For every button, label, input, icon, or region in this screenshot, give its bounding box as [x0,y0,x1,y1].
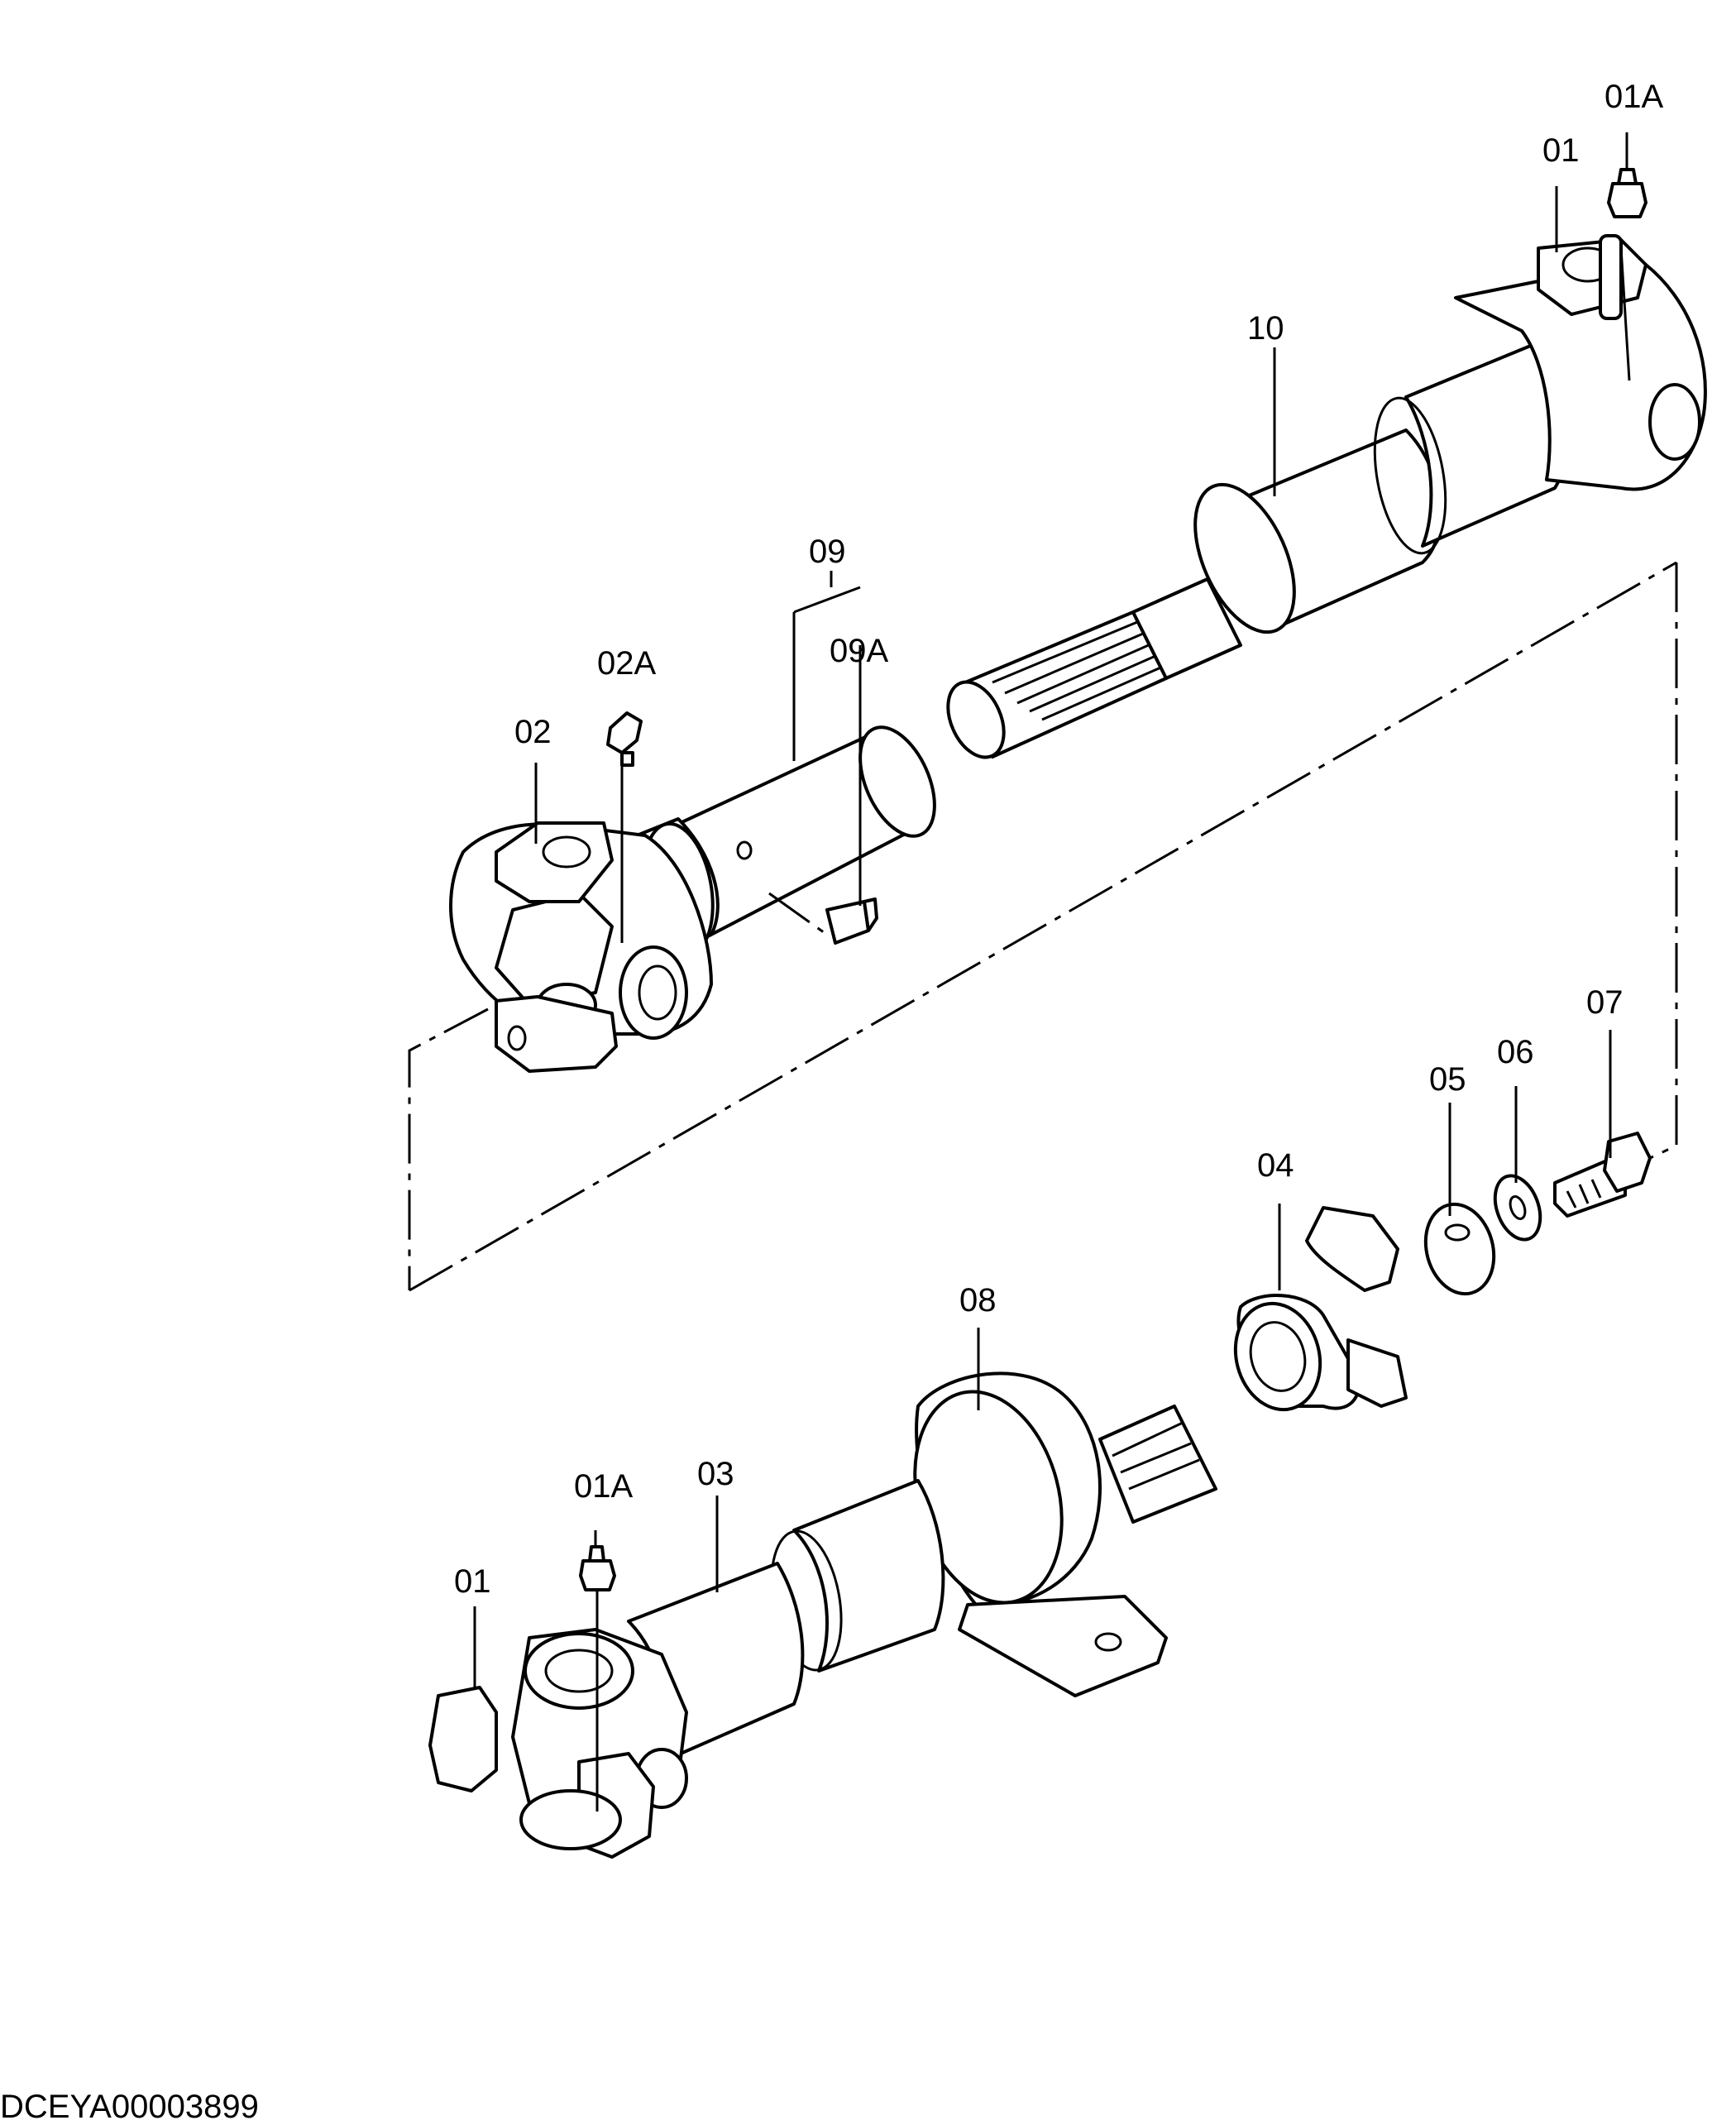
part-10-yoke-shaft [946,234,1707,759]
label-01a-top: 01A [1604,79,1663,115]
part-06-washer [1493,1174,1542,1242]
label-09a: 09A [830,633,888,669]
part-08-center-bearing [913,1371,1217,1697]
part-01a-top-grease-nipple [1607,132,1648,218]
label-10: 10 [1247,310,1284,347]
label-02: 02 [514,714,552,750]
part-02-universal-joint [449,821,713,1073]
drawing-code: DCEYA00003899 [0,2089,259,2125]
assembly-center-lines [408,561,1678,1292]
label-04: 04 [1257,1147,1294,1184]
label-01-top: 01 [1542,132,1580,169]
label-08: 08 [959,1282,997,1319]
part-01a-bottom-grease-nipple [579,1530,616,1812]
label-07: 07 [1586,984,1624,1021]
label-01a-bottom: 01A [574,1468,633,1505]
part-07-bolt [1553,1132,1652,1218]
part-05-spacer [1423,1202,1496,1296]
leader-lines [473,186,1612,1687]
label-05: 05 [1429,1061,1466,1098]
part-04-flange-yoke [1233,1206,1408,1412]
label-03: 03 [697,1456,734,1492]
label-09: 09 [809,534,846,570]
label-01-bottom: 01 [454,1563,491,1600]
label-02a: 02A [597,645,656,682]
part-02a-grease-nipple [606,711,643,943]
label-06: 06 [1497,1034,1534,1070]
part-09a-grease-nipple [825,645,878,945]
part-01-bottom-universal-joint [428,1628,688,1859]
